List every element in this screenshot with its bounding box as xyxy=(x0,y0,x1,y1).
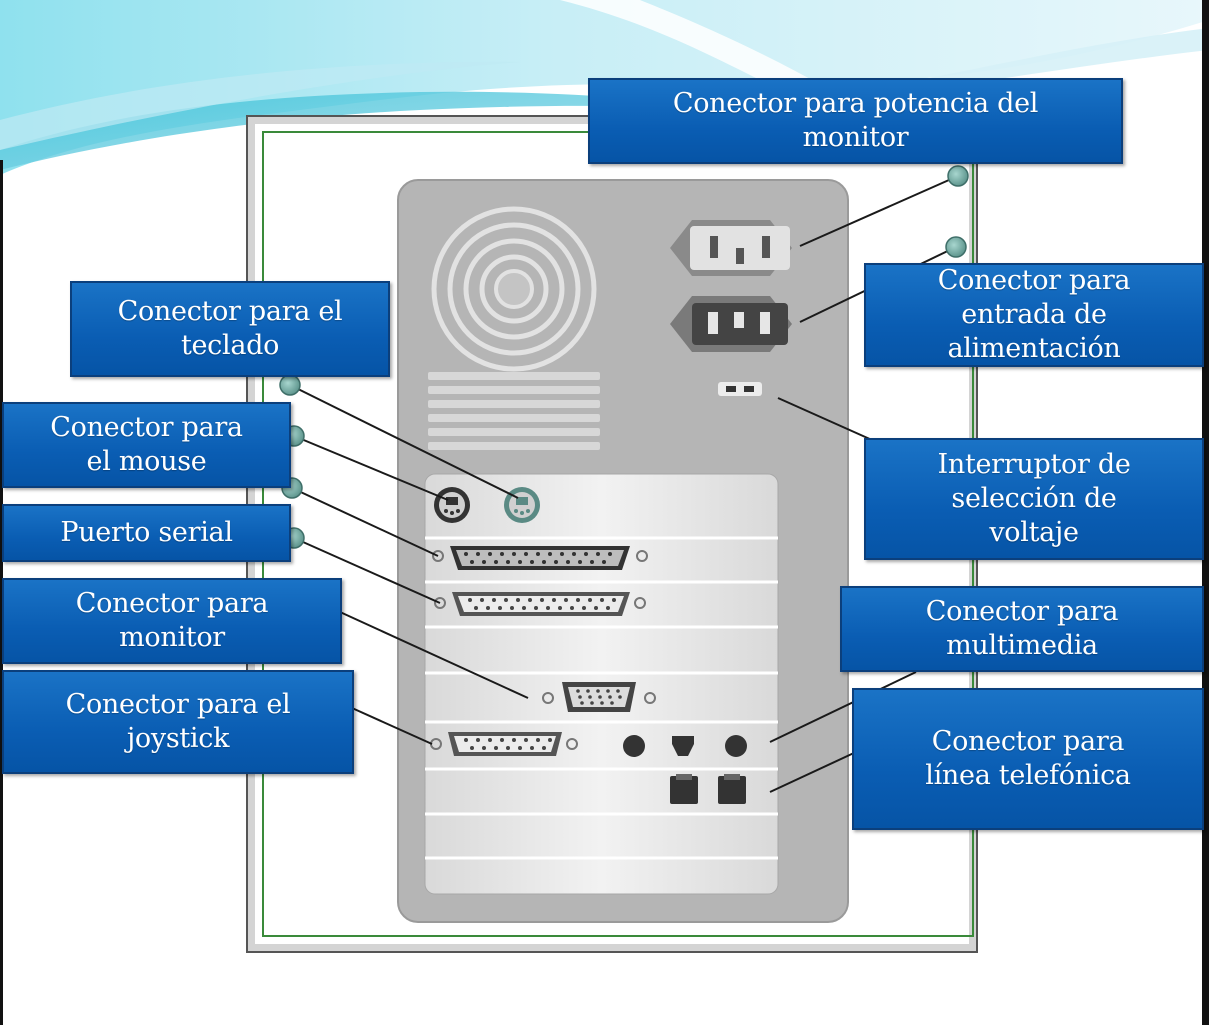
label-power-monitor: Conector para potencia del monitor xyxy=(588,78,1123,164)
label-monitor: Conector para monitor xyxy=(2,578,342,664)
phone-jack-icon xyxy=(670,774,746,804)
label-voltage-switch: Interruptor de selección de voltaje xyxy=(864,438,1204,560)
parallel-port-icon xyxy=(432,546,648,570)
audio-jack-icon xyxy=(623,735,747,757)
background-wave xyxy=(0,0,1209,175)
label-phone-line: Conector para línea telefónica xyxy=(852,688,1204,830)
mouse-ps2-port-icon xyxy=(434,487,470,523)
vga-port-icon xyxy=(542,682,656,712)
label-multimedia: Conector para multimedia xyxy=(840,586,1204,672)
power-input-socket-icon xyxy=(670,296,792,352)
serial-port-icon xyxy=(434,592,646,616)
keyboard-ps2-port-icon xyxy=(504,487,540,523)
slide-border-left xyxy=(0,160,3,1025)
label-power-input: Conector para entrada de alimentación xyxy=(864,263,1204,367)
computer-case xyxy=(397,179,849,923)
monitor-power-outlet-icon xyxy=(670,220,792,276)
label-serial: Puerto serial xyxy=(2,504,291,562)
voltage-switch-icon xyxy=(718,382,762,396)
label-mouse: Conector para el mouse xyxy=(2,402,291,488)
leader-lines xyxy=(289,175,959,793)
label-joystick: Conector para el joystick xyxy=(2,670,354,774)
label-keyboard: Conector para el teclado xyxy=(70,281,390,377)
fan-icon xyxy=(431,206,597,372)
slide-border-right xyxy=(1202,0,1209,1025)
vent-grille xyxy=(428,372,600,450)
